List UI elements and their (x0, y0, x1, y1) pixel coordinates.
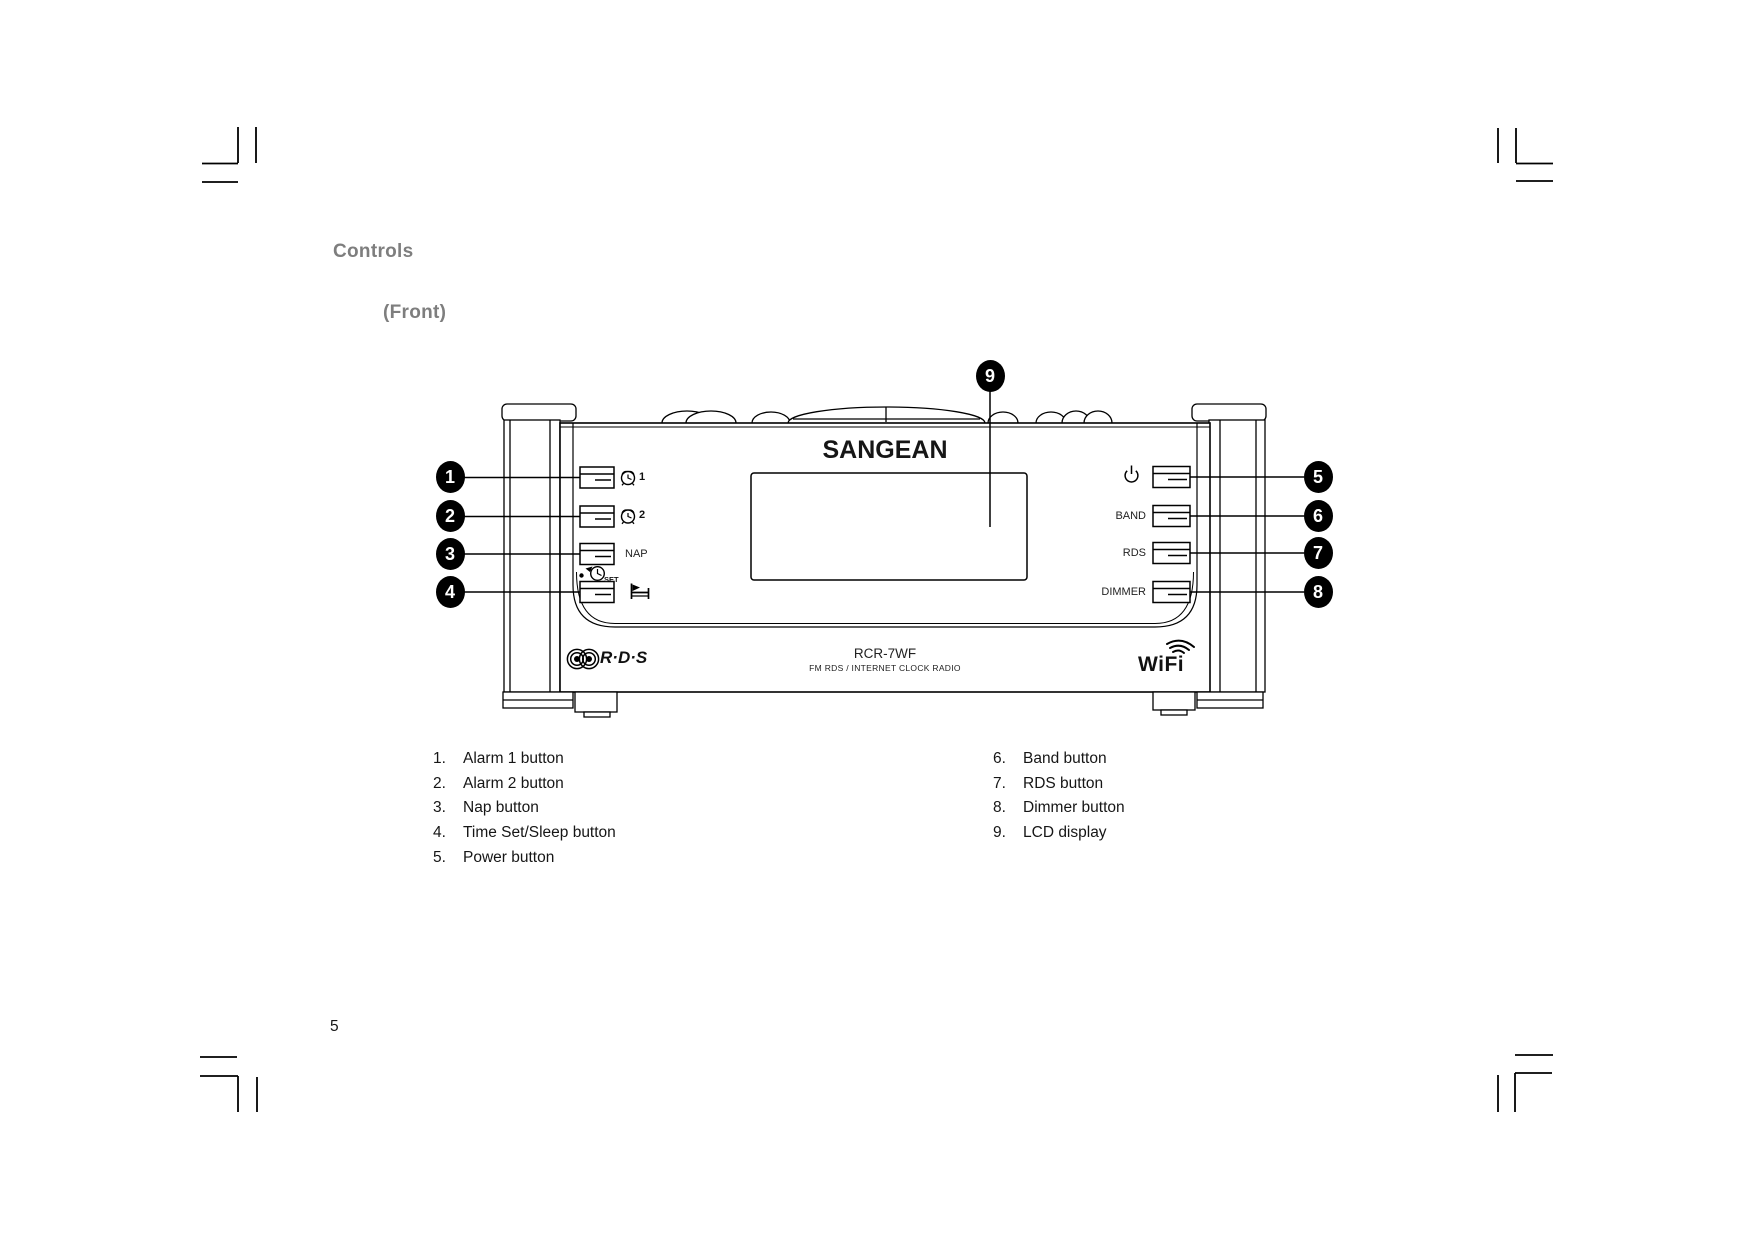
brand-logo: SANGEAN (822, 436, 948, 464)
alarm2-icon (620, 509, 636, 525)
legend-item-label: Band button (1023, 750, 1107, 767)
callout-lines (464, 391, 1304, 593)
callout-2: 2 (435, 500, 465, 532)
legend-item: 4. Time Set/Sleep button (433, 824, 763, 844)
legend-item-label: Time Set/Sleep button (463, 824, 616, 842)
legend-item: 8. Dimmer button (993, 799, 1323, 819)
band-label: BAND (1115, 510, 1146, 522)
legend-item: 7. RDS button (993, 775, 1323, 795)
band-button (1152, 504, 1191, 528)
alarm1-button (579, 466, 615, 489)
legend-item-number: 5. (433, 848, 446, 866)
power-button (1152, 465, 1191, 489)
legend-item: 2. Alarm 2 button (433, 775, 763, 795)
top-edge-buttons (661, 406, 1113, 424)
callout-5: 5 (1303, 461, 1333, 493)
legend-item-label: Dimmer button (1023, 799, 1125, 817)
legend-item-number: 6. (993, 750, 1006, 767)
device-feet (502, 691, 1264, 718)
legend-item: 3. Nap button (433, 799, 763, 819)
power-icon (1124, 465, 1139, 483)
alarm2-number-label: 2 (639, 509, 646, 521)
crop-mark-bottom-left (200, 1056, 258, 1112)
legend-item: 1. Alarm 1 button (433, 750, 763, 770)
legend-item-label: RDS button (1023, 774, 1104, 792)
legend-item-number: 2. (433, 774, 446, 792)
callout-3: 3 (435, 538, 465, 570)
callout-7: 7 (1303, 537, 1333, 569)
legend-item-number: 3. (433, 799, 446, 817)
legend-item: 6. Band button (993, 750, 1323, 770)
wifi-waves-icon (1166, 639, 1195, 654)
set-label: SET (604, 574, 619, 584)
page-subtitle: (Front) (383, 302, 447, 323)
legend-item-number: 9. (993, 824, 1006, 842)
wifi-logo-text: WiFi (1138, 653, 1185, 676)
model-subtitle: FM RDS / INTERNET CLOCK RADIO (809, 663, 961, 673)
alarm2-button (579, 505, 615, 528)
nap-label: NAP (625, 548, 648, 560)
crop-mark-bottom-right (1497, 1054, 1553, 1112)
rds-logo-waves-icon (566, 648, 600, 670)
time-set-sleep-button (579, 580, 615, 604)
legend-item-number: 8. (993, 799, 1006, 817)
crop-mark-top-left (202, 127, 257, 183)
page-title: Controls (333, 241, 414, 262)
callout-4: 4 (435, 576, 465, 608)
legend-item: 5. Power button (433, 849, 763, 869)
clock-set-icon (579, 566, 606, 582)
page-number: 5 (330, 1018, 339, 1035)
rds-label: RDS (1122, 547, 1146, 559)
right-pillar (1191, 403, 1267, 693)
lcd-display (750, 472, 1028, 581)
legend-item-label: Nap button (463, 799, 539, 817)
rds-button (1152, 541, 1191, 565)
dimmer-button (1152, 580, 1191, 604)
nap-button (579, 542, 615, 566)
alarm1-icon (620, 470, 636, 486)
callout-6: 6 (1303, 500, 1333, 532)
callout-9: 9 (975, 360, 1005, 392)
callout-8: 8 (1303, 576, 1333, 608)
sleep-icon (630, 583, 650, 599)
crop-mark-top-right (1497, 128, 1553, 182)
legend-item: 9. LCD display (993, 824, 1323, 844)
legend-item-label: LCD display (1023, 824, 1107, 842)
legend-item-number: 4. (433, 824, 446, 842)
rds-logo-text: R·D·S (600, 648, 648, 667)
left-pillar (501, 403, 577, 693)
callout-1: 1 (435, 461, 465, 493)
legend-item-label: Alarm 2 button (463, 774, 564, 792)
legend-item-number: 7. (993, 774, 1006, 792)
legend-item-label: Alarm 1 button (463, 750, 564, 767)
legend-item-number: 1. (433, 750, 446, 767)
dimmer-label: DIMMER (1101, 586, 1146, 598)
alarm1-number-label: 1 (639, 471, 646, 483)
legend-item-label: Power button (463, 848, 555, 866)
model-name: RCR-7WF (853, 646, 917, 661)
